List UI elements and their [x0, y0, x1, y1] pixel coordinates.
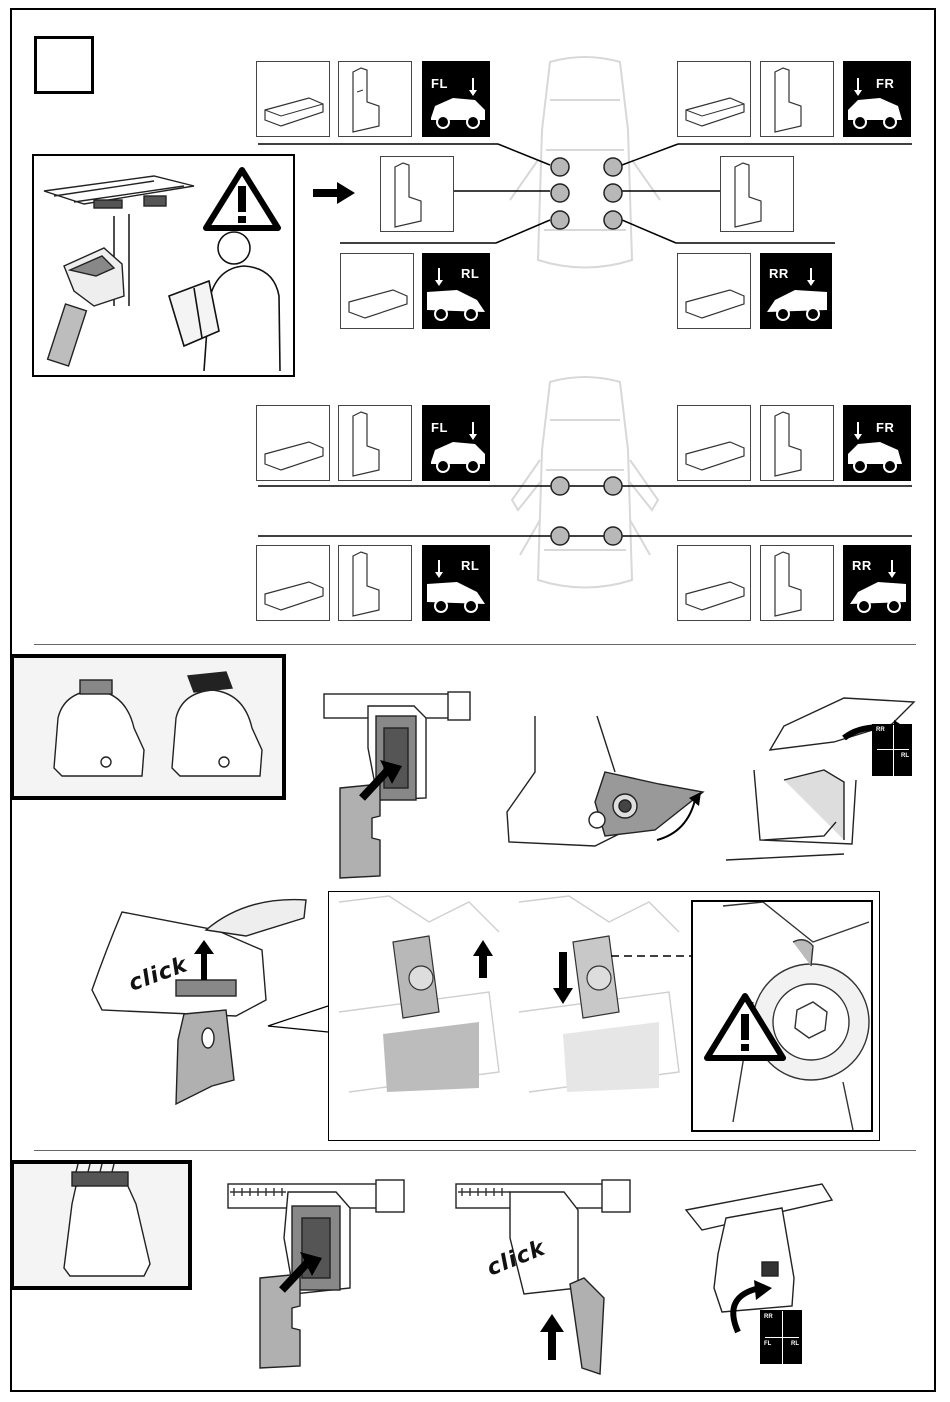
bracket-box-fl-2 [338, 405, 412, 481]
car-label-rl-2: RL [422, 545, 490, 621]
position-circle-rr [604, 211, 622, 229]
car-label-fl-2: FL [422, 405, 490, 481]
foot-lever-label [724, 690, 916, 870]
position-circle-fl [551, 158, 569, 176]
pad-box-rl-2 [256, 545, 330, 621]
foot-type-panel-b [10, 1160, 192, 1290]
pad-box-fl-2 [256, 405, 330, 481]
sticker-label-small: RR RL [872, 724, 912, 776]
position-circle-fr [604, 158, 622, 176]
pad-box-rl [340, 253, 414, 329]
car-label-fl: FL [422, 61, 490, 137]
detail-panel [328, 891, 880, 1141]
position-circle-rl [551, 211, 569, 229]
bar-foot-pad-insert [322, 688, 472, 880]
bar-foot-pad-insert-b [226, 1178, 410, 1374]
sticker-rr: RR [876, 727, 885, 733]
foot-type-panel-a [10, 654, 286, 800]
bracket-box-rr-2 [760, 545, 834, 621]
car-label-rr-2: RR [843, 545, 911, 621]
pad-box-fl [256, 61, 330, 137]
foot-click-plate [86, 890, 336, 1112]
sticker-rr-b: RR [764, 1314, 773, 1320]
car-label-rr: RR [760, 253, 832, 329]
sticker-rl: RL [901, 753, 909, 759]
section-divider [34, 644, 916, 645]
car-label-fr: FR [843, 61, 911, 137]
bracket-box-rl-2 [338, 545, 412, 621]
car-label-rl: RL [422, 253, 490, 329]
step-number-box [34, 36, 94, 94]
section-divider [34, 1150, 916, 1151]
car-side-icon [423, 62, 489, 136]
car-label-fr-2: FR [843, 405, 911, 481]
sticker-label-small-b: RR RL FL [760, 1310, 802, 1364]
bracket-box-ml [380, 156, 454, 232]
position-circle-ml [551, 184, 569, 202]
pad-box-fr-2 [677, 405, 751, 481]
warning-inset [691, 900, 873, 1132]
pad-box-rr-2 [677, 545, 751, 621]
bracket-box-mr [720, 156, 794, 232]
bracket-box-fr-2 [760, 405, 834, 481]
sticker-rl-b: RL [791, 1341, 799, 1347]
callout-pointer [266, 1004, 330, 1034]
bracket-box-fl [338, 61, 412, 137]
foot-lever-open [505, 712, 715, 858]
bracket-box-fr [760, 61, 834, 137]
position-circle-mr [604, 184, 622, 202]
warning-icon [703, 992, 787, 1062]
sticker-fl-b: FL [764, 1341, 771, 1347]
pad-box-rr [677, 253, 751, 329]
bar-foot-click-b [454, 1178, 642, 1378]
pad-box-fr [677, 61, 751, 137]
